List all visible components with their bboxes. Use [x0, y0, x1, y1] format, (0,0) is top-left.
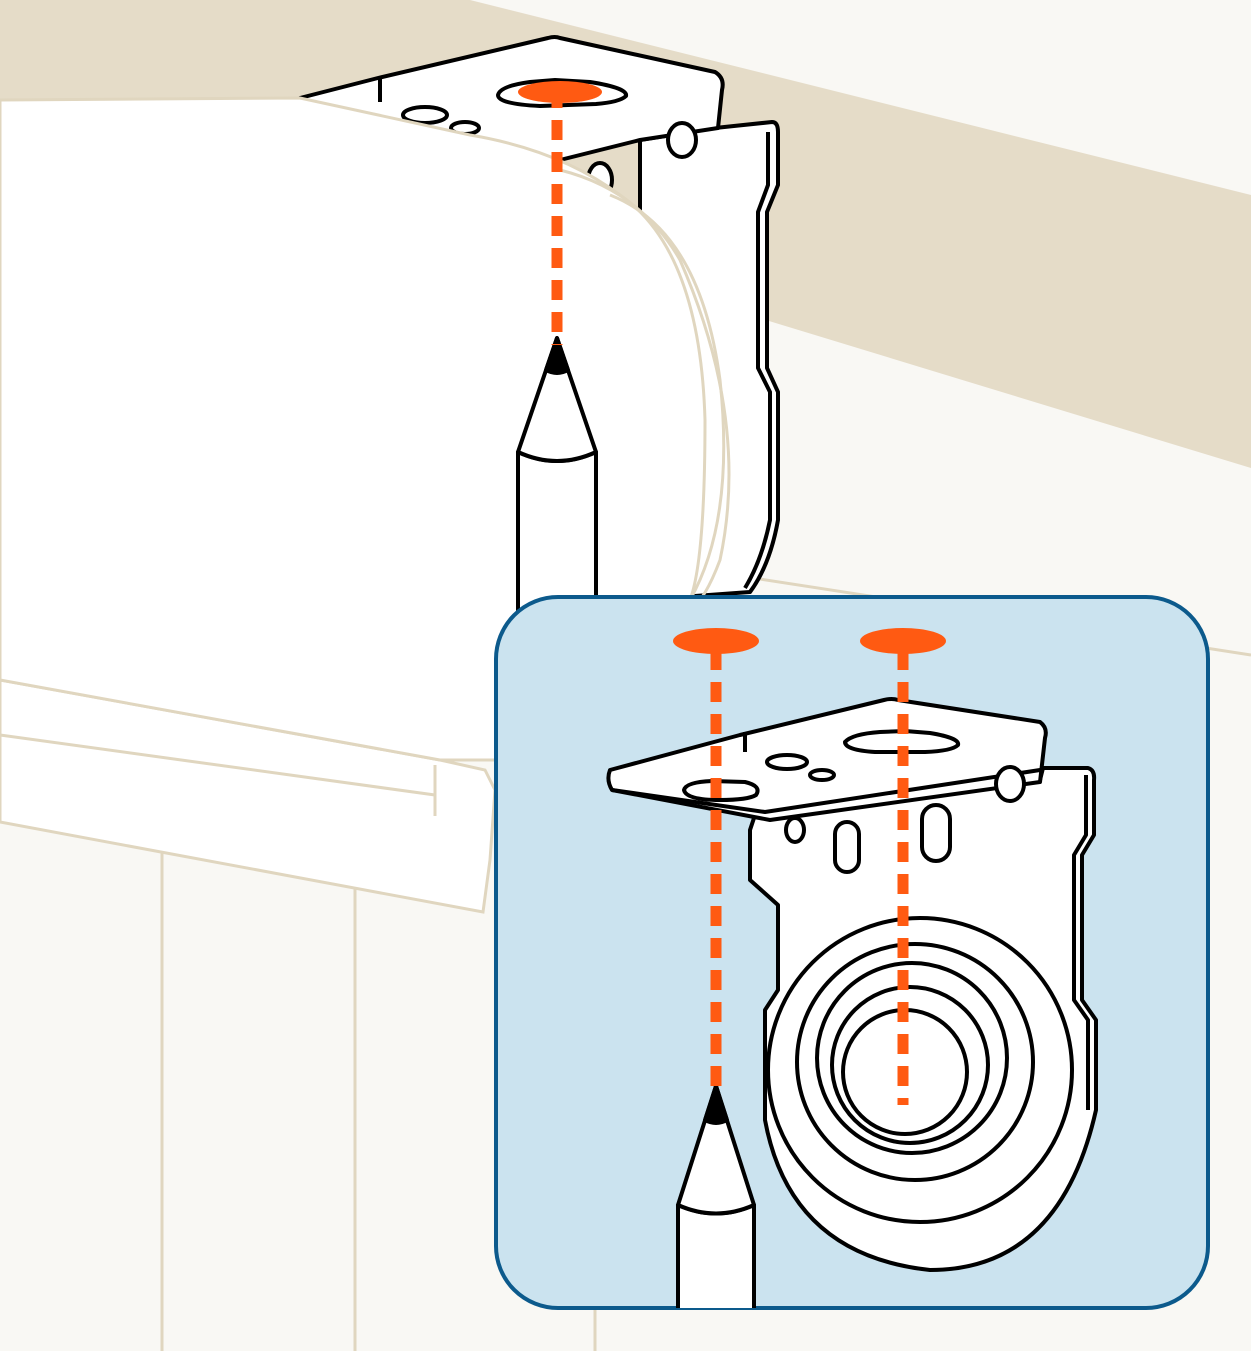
bracket-inset-side-slot: [833, 820, 861, 874]
pencil-mark-icon: [860, 628, 946, 654]
pencil-inset-lead: [703, 1084, 729, 1125]
roller-shade-end-cap: [559, 168, 731, 612]
bracket-inset-side-slot: [920, 803, 952, 863]
pencil-lead: [544, 336, 570, 375]
bracket-side-hole: [666, 121, 698, 159]
bracket-inset-side-hole: [784, 816, 806, 844]
pencil-cone: [516, 336, 598, 463]
shade-bottom-bar-edge: [0, 733, 436, 797]
bracket-inset-slot-right: [843, 729, 961, 754]
pencil-mark-icon: [673, 628, 759, 654]
roller-shade-end-cap-inner: [609, 193, 726, 601]
pencil-inset-cone: [676, 1084, 756, 1216]
mounting-bracket-inset: [606, 697, 1098, 1272]
pencil-inset-body: [676, 1203, 756, 1308]
detail-inset: [494, 595, 1210, 1310]
bracket-inset-side-hole: [994, 765, 1026, 803]
bracket-inset-hole: [808, 768, 836, 782]
pencil-icon: [516, 336, 598, 612]
bracket-inset-top-front: [611, 768, 1041, 814]
pencil-icon-inset: [676, 1084, 756, 1308]
shade-bottom-bar: [0, 678, 497, 914]
pencil-body: [516, 450, 598, 612]
bracket-inset-side-edge: [1072, 775, 1090, 1110]
bracket-top-plate: [298, 35, 725, 177]
bracket-inset-hole: [765, 753, 809, 771]
bracket-side-plate-inner: [743, 132, 772, 590]
bracket-hole: [401, 105, 449, 125]
